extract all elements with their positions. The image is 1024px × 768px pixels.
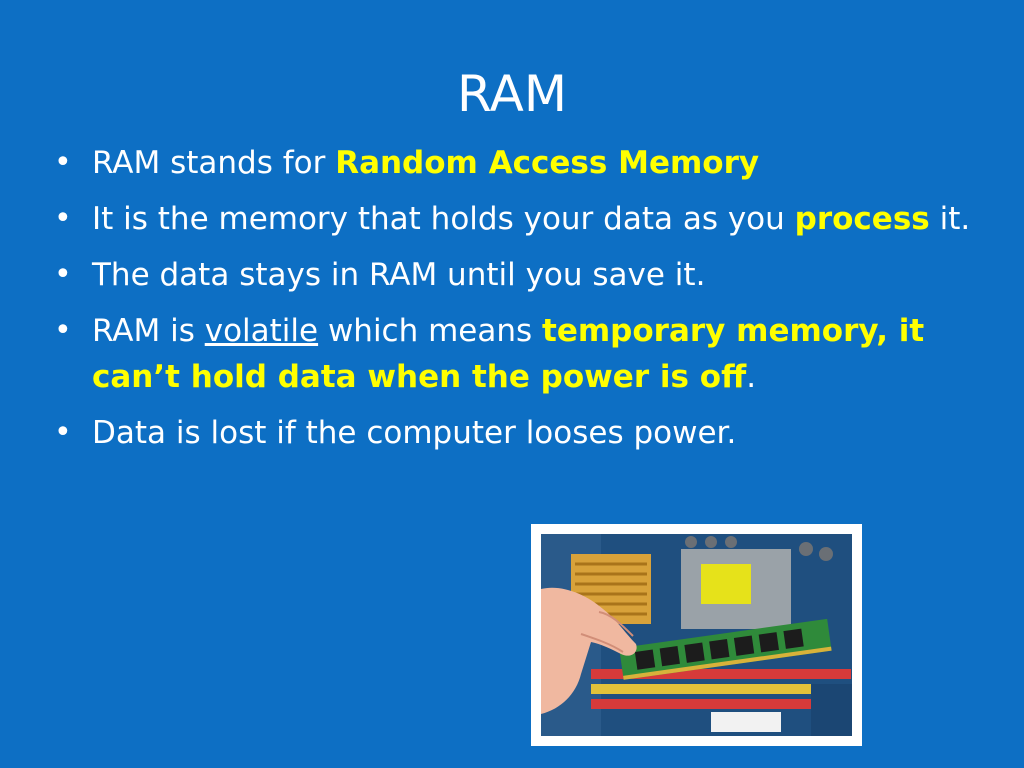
- bullet-underlined: volatile: [204, 313, 319, 349]
- bullet-text: RAM stands for: [92, 145, 336, 181]
- bullet-item: • It is the memory that holds your data …: [50, 196, 980, 242]
- slide-title: RAM: [456, 65, 568, 123]
- bullet-highlight: temporary memory: [542, 313, 877, 349]
- bullet-dot-icon: •: [54, 313, 72, 348]
- ram-photo: [531, 524, 862, 746]
- bullet-item: • RAM stands for Random Access Memory: [50, 140, 980, 186]
- bullet-item: • RAM is volatile which means temporary …: [50, 308, 980, 400]
- bullet-highlight: ,: [876, 313, 899, 349]
- bullet-text: .: [746, 359, 757, 395]
- bullet-text: It is the memory that holds your data as…: [92, 201, 795, 237]
- bullet-dot-icon: •: [54, 201, 72, 236]
- bullet-text: which means: [318, 313, 543, 349]
- bullet-dot-icon: •: [54, 257, 72, 292]
- bullet-dot-icon: •: [54, 415, 72, 450]
- bullet-text: RAM is: [92, 313, 205, 349]
- bullet-highlight: it can’t hold data when the power is off: [92, 313, 925, 395]
- bullet-dot-icon: •: [54, 145, 72, 180]
- bullet-text: Data is lost if the computer looses powe…: [92, 415, 737, 451]
- bullet-text: it.: [929, 201, 971, 237]
- bullet-highlight: process: [794, 201, 930, 237]
- bullet-text: The data stays in RAM until you save it.: [92, 257, 706, 293]
- ram-module-photo-icon: [541, 534, 852, 736]
- bullet-list: • RAM stands for Random Access Memory • …: [50, 140, 980, 466]
- bullet-item: • The data stays in RAM until you save i…: [50, 252, 980, 298]
- bullet-item: • Data is lost if the computer looses po…: [50, 410, 980, 456]
- bullet-highlight: Random Access Memory: [335, 145, 760, 181]
